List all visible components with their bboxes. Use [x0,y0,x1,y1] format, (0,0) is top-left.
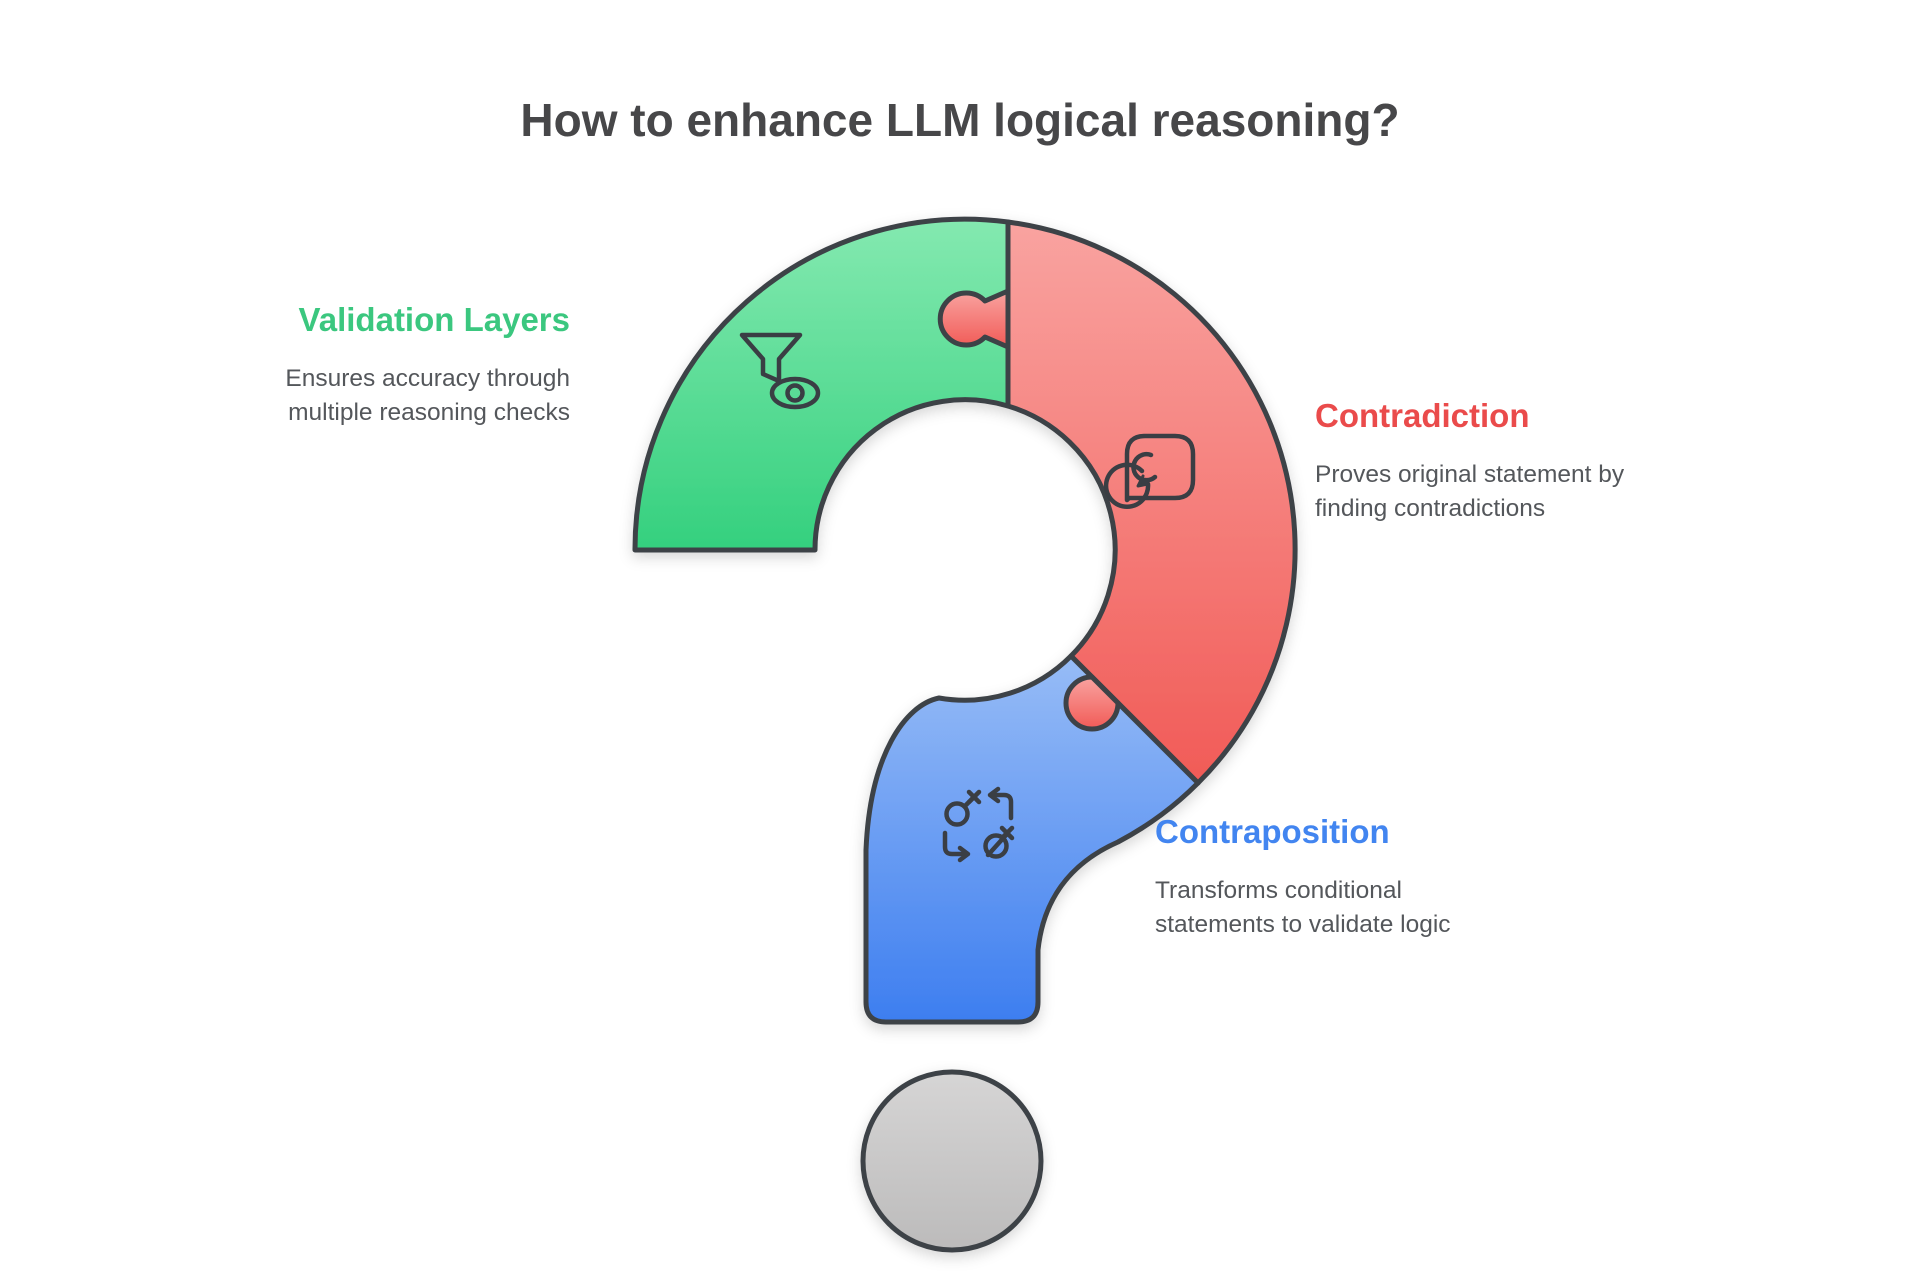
section-heading: Contraposition [1155,813,1390,850]
puzzle-piece-validation [632,216,1011,553]
description-line: Transforms conditional [1155,877,1402,904]
description-line: Ensures accuracy through [285,365,570,392]
question-mark-dot [860,1069,1044,1253]
filter-eye-icon [739,332,821,410]
puzzle-knob-bottom [1063,674,1121,732]
section-contradiction: Contradiction Proves original statement … [1315,396,1745,526]
description-line: multiple reasoning checks [288,399,570,426]
section-description: Ensures accuracy through multiple reason… [150,362,570,430]
puzzle-piece-contradiction [1005,219,1298,786]
description-line: finding contradictions [1315,495,1546,522]
page-title: How to enhance LLM logical reasoning? [520,93,1400,146]
transform-arrows-icon [942,786,1015,863]
speech-cycle-icon [1103,433,1196,510]
description-line: Proves original statement by [1315,461,1625,488]
puzzle-knob-top [937,288,1011,350]
puzzle-piece-contraposition [863,653,1201,1025]
description-line: statements to validate logic [1155,911,1451,938]
section-contraposition: Contraposition Transforms conditional st… [1155,812,1615,942]
section-description: Transforms conditional statements to val… [1155,874,1615,942]
section-description: Proves original statement by finding con… [1315,458,1745,526]
section-heading: Validation Layers [298,301,570,338]
section-heading: Contradiction [1315,397,1530,434]
section-validation-layers: Validation Layers Ensures accuracy throu… [150,300,570,430]
